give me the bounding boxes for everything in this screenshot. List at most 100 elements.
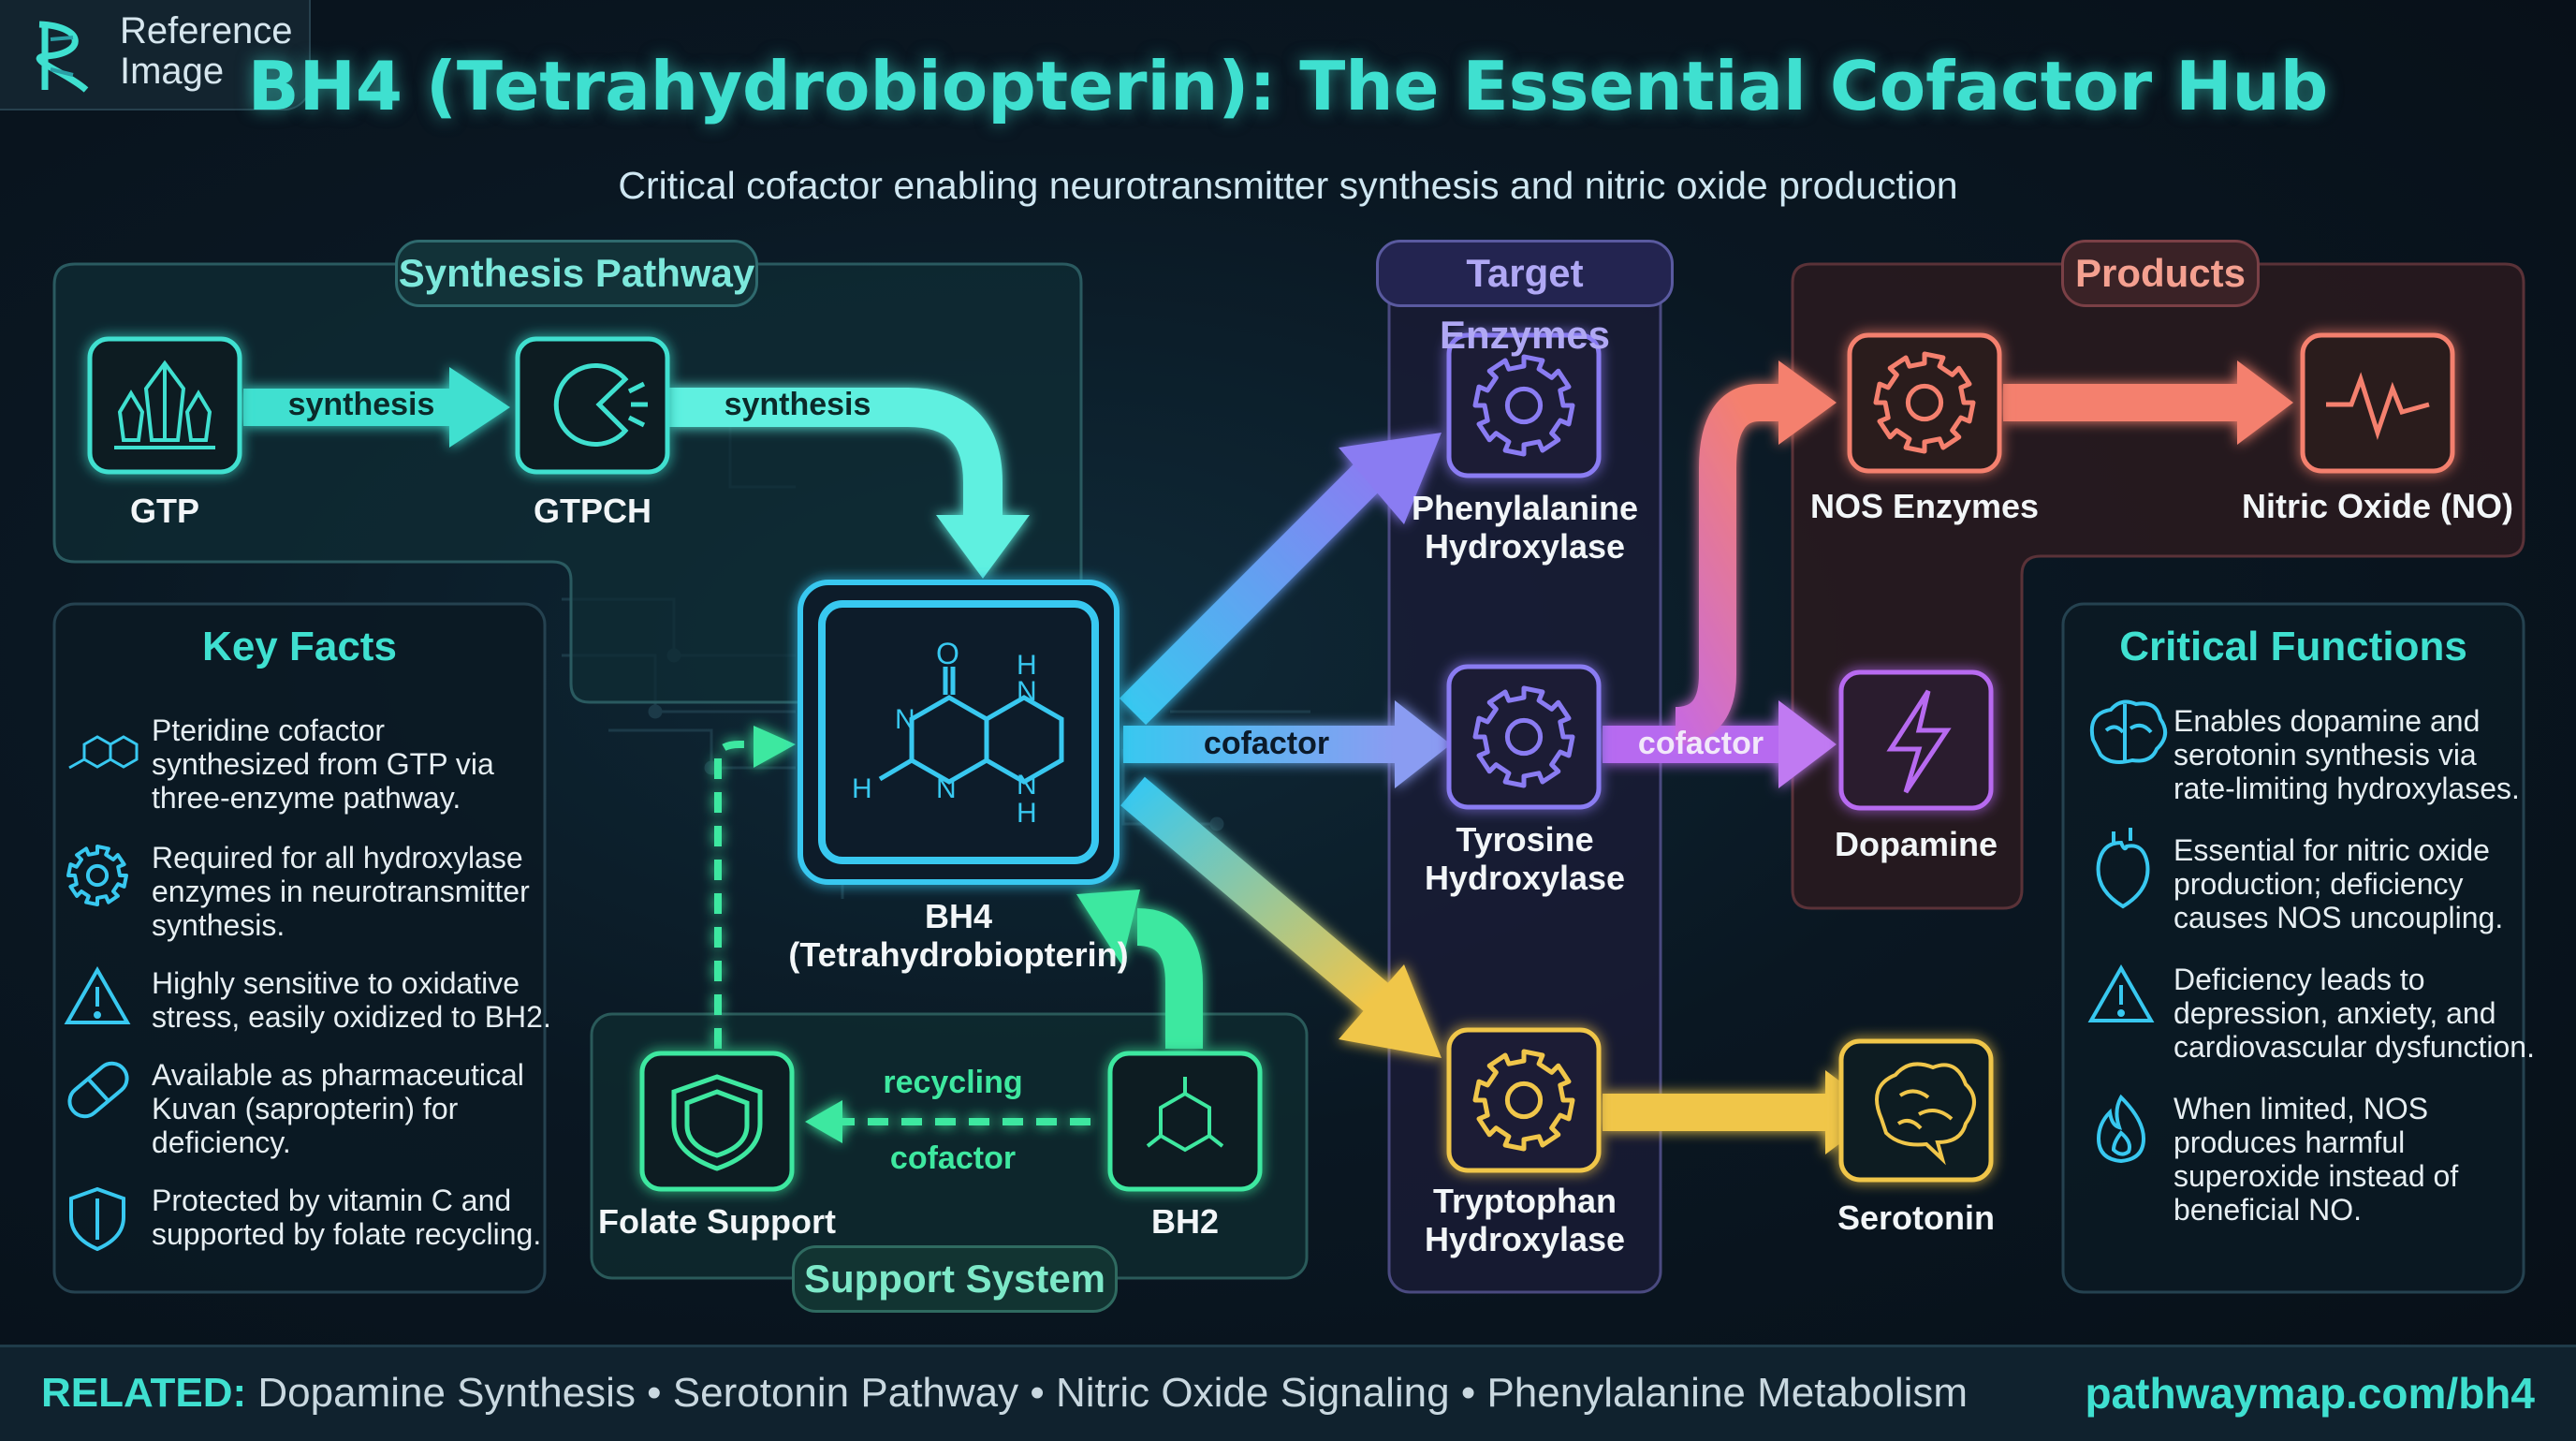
synthesis-label-2: synthesis: [724, 387, 871, 422]
gear-hub: [85, 863, 110, 888]
arrow-gtpch-to-bh4: [669, 388, 1030, 579]
tyr-line-1: Tyrosine: [1456, 820, 1594, 859]
atom-n-2: N: [936, 773, 957, 804]
gear-icon: [1472, 354, 1575, 457]
warning-icon: [64, 965, 131, 1024]
serotonin-label: Serotonin: [1837, 1198, 1995, 1237]
footer-bar: RELATED: Dopamine Synthesis • Serotonin …: [0, 1345, 2576, 1441]
gear-hub: [1504, 1081, 1544, 1120]
bh4-label-line-2: (Tetrahydrobiopterin): [788, 935, 1129, 974]
cofactor-label-2: cofactor: [1637, 726, 1764, 761]
fact-line: Protected by vitamin C and: [152, 1184, 512, 1217]
gear-hub: [1504, 386, 1544, 425]
lightning-icon: [1886, 689, 1952, 794]
arrow-folate-to-bh4: [714, 726, 796, 1049]
fact-line: Kuvan (sapropterin) for: [152, 1092, 459, 1125]
crystal-icon: [114, 360, 215, 449]
critical-functions-title: Critical Functions: [2119, 624, 2467, 669]
atom-h-2: H: [1017, 798, 1037, 829]
gear-hub: [1504, 717, 1544, 757]
gear-outline: [1472, 685, 1575, 788]
gear-outline: [1472, 1049, 1575, 1152]
trp-line-1: Tryptophan: [1433, 1182, 1617, 1220]
gtpch-label: GTPCH: [534, 492, 651, 530]
fact-line: deficiency.: [152, 1125, 291, 1159]
fact-line: Essential for nitric oxide: [2174, 833, 2490, 867]
arrow-bh2-to-bh4: [1076, 890, 1203, 1049]
fact-line: supported by folate recycling.: [152, 1217, 542, 1251]
atom-n-1: N: [895, 704, 915, 735]
related-topics: RELATED: Dopamine Synthesis • Serotonin …: [41, 1370, 1968, 1417]
arrow-nos-to-no: [2003, 360, 2293, 445]
fact-line: Highly sensitive to oxidative: [152, 966, 520, 1000]
phe-line-1: Phenylalanine: [1411, 489, 1639, 527]
brain-icon: [2089, 699, 2168, 764]
heart-icon: [2096, 828, 2150, 909]
reference-badge-text: Reference Image: [120, 11, 307, 92]
fact-line: Enables dopamine and: [2174, 704, 2481, 738]
tyr-line-2: Hydroxylase: [1424, 859, 1626, 897]
gtp-label: GTP: [129, 492, 199, 530]
fact-line: serotonin synthesis via: [2174, 738, 2477, 772]
fact-line: superoxide instead of: [2174, 1159, 2459, 1193]
atom-n-4: N: [1017, 770, 1037, 801]
synthesis-label-1: synthesis: [287, 387, 435, 422]
flame-icon: [2096, 1094, 2146, 1164]
shield-icon: [671, 1074, 763, 1171]
gear-outline: [1873, 351, 1976, 454]
waveform-icon: [2326, 372, 2430, 441]
folate-support-label: Folate Support: [598, 1202, 836, 1241]
fact-line: produces harmful: [2174, 1125, 2406, 1159]
gear-hub: [1905, 383, 1944, 422]
bh2-label: BH2: [1150, 1202, 1220, 1241]
bh4-label-line-1: BH4: [924, 897, 993, 935]
node-boxes: [87, 332, 2455, 1192]
fact-line: synthesis.: [152, 908, 285, 942]
arrow-tyr-to-nos: [1674, 360, 1837, 744]
recycling-cofactor-label: cofactor: [889, 1140, 1017, 1176]
fact-line: enzymes in neurotransmitter: [152, 875, 530, 908]
arrow-bh4-to-trp: [1120, 776, 1442, 1058]
arrow-bh2-to-folate: [805, 1100, 1090, 1143]
bh2-molecule-icon: [1146, 1077, 1224, 1153]
phenylalanine-hydroxylase-label: Phenylalanine Hydroxylase: [1389, 489, 1661, 566]
footer-url-link[interactable]: pathwaymap.com/bh4: [2085, 1369, 2535, 1418]
fact-line: beneficial NO.: [2174, 1193, 2362, 1227]
tyrosine-hydroxylase-label: Tyrosine Hydroxylase: [1389, 820, 1661, 897]
fact-line: depression, anxiety, and: [2174, 996, 2496, 1030]
arrow-gtp-to-gtpch: [243, 367, 510, 448]
related-links[interactable]: Dopamine Synthesis • Serotonin Pathway •…: [246, 1370, 1969, 1416]
fact-line: production; deficiency: [2174, 867, 2464, 901]
fact-line: When limited, NOS: [2174, 1092, 2429, 1125]
gear-icon: [1472, 1049, 1575, 1152]
fact-line: stress, easily oxidized to BH2.: [152, 1000, 551, 1034]
arrow-bh4-to-phe: [1119, 433, 1442, 726]
pteridine-structure-icon: [68, 735, 139, 770]
fact-line: Required for all hydroxylase: [152, 841, 523, 875]
gear-icon: [66, 845, 128, 906]
nos-enzymes-label: NOS Enzymes: [1809, 487, 2040, 525]
phe-line-2: Hydroxylase: [1424, 527, 1626, 566]
dna-logo-icon: [36, 21, 89, 93]
critical-functions-panel: [2061, 602, 2525, 1294]
fact-line: Available as pharmaceutical: [152, 1058, 524, 1092]
related-label: RELATED:: [41, 1370, 247, 1416]
enzyme-icon: [553, 363, 648, 447]
atom-h-3: H: [852, 773, 872, 804]
page-subtitle: Critical cofactor enabling neurotransmit…: [618, 164, 1958, 207]
bh4-label: BH4 (Tetrahydrobiopterin): [758, 897, 1159, 974]
tryptophan-hydroxylase-label: Tryptophan Hydroxylase: [1389, 1182, 1661, 1258]
cofactor-label-1: cofactor: [1203, 726, 1330, 761]
fact-line: causes NOS uncoupling.: [2174, 901, 2504, 934]
bh4-hub-box: [798, 580, 1120, 885]
bh4-molecule-icon: [878, 667, 1064, 785]
gear-icon: [1873, 351, 1976, 454]
recycling-label: recycling: [883, 1065, 1023, 1100]
reference-line-2: Image: [120, 51, 225, 92]
